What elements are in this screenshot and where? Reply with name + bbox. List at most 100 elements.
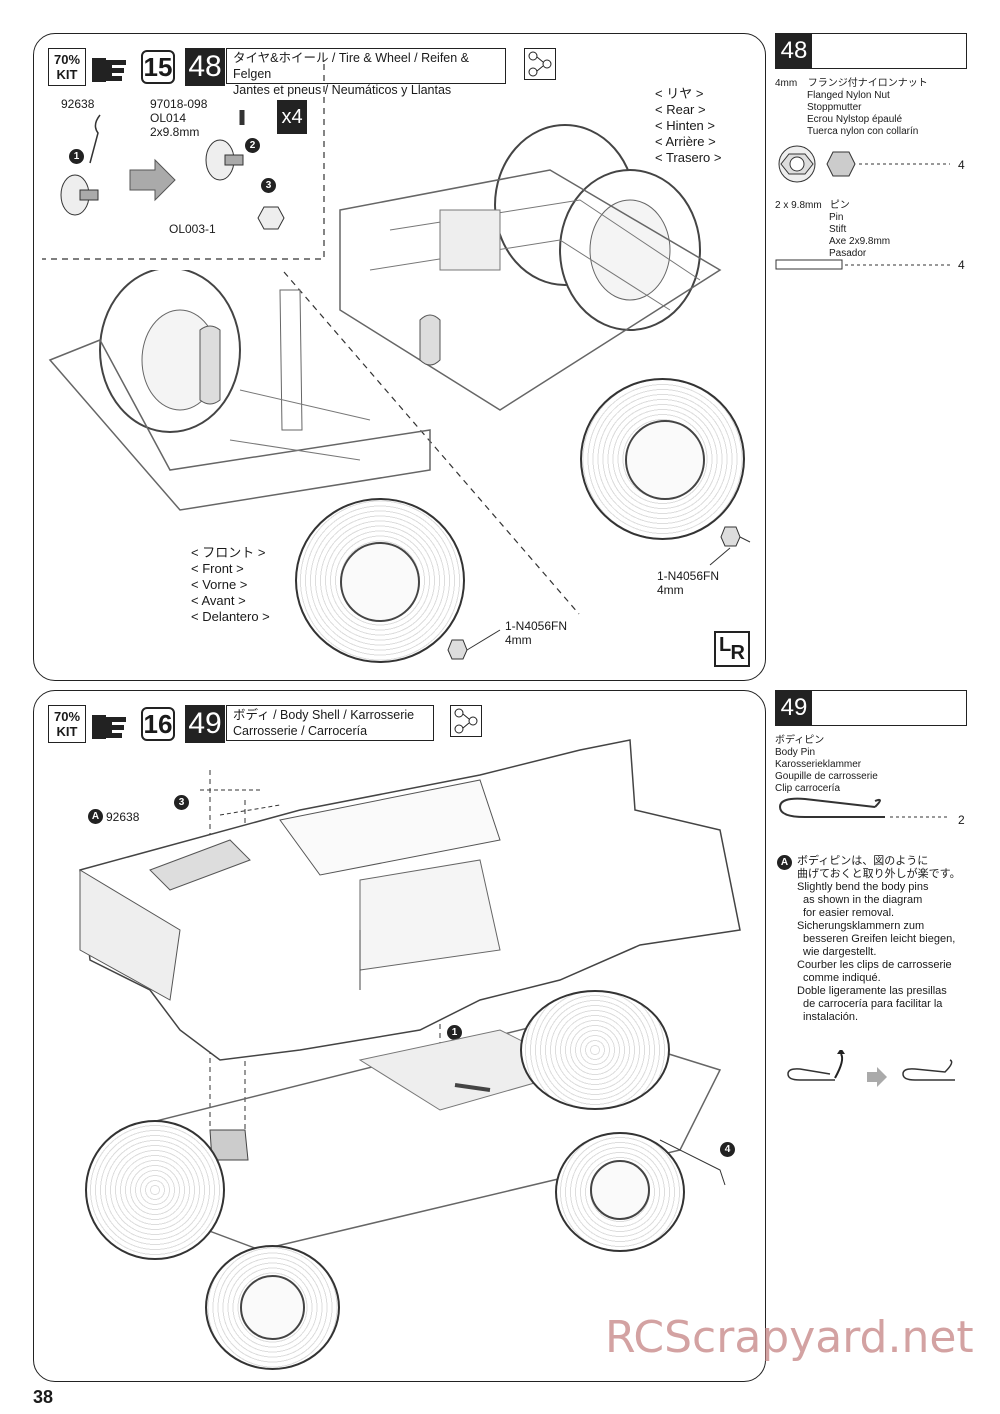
callout-a: A bbox=[88, 809, 103, 824]
lr-right: R bbox=[730, 642, 745, 664]
axle-code: 97018-098 bbox=[150, 97, 208, 111]
parts-step-49-header: 49 bbox=[775, 690, 967, 726]
nut-part-description: 4mm フランジ付ナイロンナット Flanged Nylon Nut Stopp… bbox=[775, 78, 928, 138]
body-pin-name-en: Body Pin bbox=[775, 747, 816, 758]
front-label-fr: < Avant > bbox=[191, 593, 246, 608]
callout-1: 1 bbox=[69, 149, 84, 164]
note-marker-a: A bbox=[777, 855, 792, 870]
nut-name-fr: Ecrou Nylstop épaulé bbox=[807, 114, 903, 125]
front-label-es: < Delantero > bbox=[191, 609, 270, 624]
front-label-de: < Vorne > bbox=[191, 577, 248, 592]
nut-leaders bbox=[447, 526, 751, 660]
pin-name-fr: Axe 2x9.8mm bbox=[829, 236, 891, 247]
title-line-2: Jantes et pneus / Neumáticos y Llantas bbox=[233, 83, 452, 97]
pin-quantity: 4 bbox=[958, 258, 965, 272]
rear-label-en: < Rear > bbox=[655, 102, 706, 117]
parts-step-48-number: 48 bbox=[776, 34, 812, 68]
flanged-nut-icon bbox=[778, 145, 950, 183]
rear-nut-label: 1-N4056FN 4mm bbox=[657, 569, 719, 597]
hub-assembly-illustration bbox=[60, 110, 285, 230]
front-right-rim bbox=[240, 1275, 305, 1340]
note-line-9: Courber les clips de carrosserie bbox=[797, 959, 952, 971]
note-line-4: as shown in the diagram bbox=[803, 894, 923, 906]
page-number: 38 bbox=[33, 1387, 54, 1407]
rear-label-ja: < リヤ > bbox=[655, 86, 704, 101]
axle-size: 2x9.8mm bbox=[150, 125, 200, 139]
title-line-1: タイヤ&ホイール / Tire & Wheel / Reifen & Felge… bbox=[233, 51, 470, 81]
pin-name-en: Pin bbox=[829, 212, 844, 223]
pointing-hand-icon-49 bbox=[92, 715, 126, 739]
kit-badge: 70% KIT bbox=[48, 48, 86, 86]
part-label-hex: OL003-1 bbox=[169, 222, 216, 236]
watermark-text: RCScrapyard.net bbox=[605, 1312, 974, 1363]
front-label: < フロント > < Front > < Vorne > < Avant > <… bbox=[191, 545, 270, 625]
callout-4-body: 4 bbox=[720, 1142, 735, 1157]
parts-step-49-number: 49 bbox=[776, 691, 812, 725]
kit-badge-49: 70% KIT bbox=[48, 705, 86, 743]
pointing-hand-icon bbox=[92, 58, 126, 82]
body-pin-quantity: 2 bbox=[958, 813, 965, 827]
nut-name-de: Stoppmutter bbox=[807, 102, 862, 113]
pin-name-de: Stift bbox=[829, 224, 847, 235]
front-label-en: < Front > bbox=[191, 561, 244, 576]
front-left-wheel bbox=[85, 1120, 225, 1260]
rear-label-es: < Trasero > bbox=[655, 150, 722, 165]
note-line-3: Slightly bend the body pins bbox=[797, 881, 929, 893]
note-line-10: comme indiqué. bbox=[803, 972, 881, 984]
rear-wheel-rim bbox=[625, 420, 705, 500]
axle-alt-code: OL014 bbox=[150, 111, 187, 125]
inset-divider bbox=[42, 64, 580, 615]
assembly-order-icon bbox=[524, 48, 556, 80]
note-line-13: instalación. bbox=[803, 1011, 859, 1023]
left-right-icon: L R bbox=[714, 631, 750, 667]
step-number: 48 bbox=[185, 48, 225, 86]
rear-label-fr: < Arrière > bbox=[655, 134, 716, 149]
assembly-order-icon-49 bbox=[450, 705, 482, 737]
quantity-badge: x4 bbox=[277, 100, 307, 134]
front-nut-code: 1-N4056FN bbox=[505, 619, 568, 633]
note-line-1: ボディピンは、図のように bbox=[797, 855, 929, 867]
rear-label-de: < Hinten > bbox=[655, 118, 715, 133]
note-line-5: for easier removal. bbox=[803, 907, 895, 919]
rear-nut-code: 1-N4056FN bbox=[657, 569, 720, 583]
body-pin-note: ボディピンは、図のように 曲げておくと取り外しが楽です。 Slightly be… bbox=[797, 855, 961, 1024]
front-chassis-illustration bbox=[48, 270, 431, 511]
note-line-12: de carrocería para facilitar la bbox=[803, 998, 943, 1010]
nut-name-ja: フランジ付ナイロンナット bbox=[807, 78, 928, 89]
nut-quantity: 4 bbox=[958, 158, 965, 172]
pin-part-description: 2 x 9.8mm ピン Pin Stift Axe 2x9.8mm Pasad… bbox=[775, 200, 890, 260]
kit-text-49: KIT bbox=[56, 724, 78, 739]
callout-2: 2 bbox=[245, 138, 260, 153]
pin-size: 2 x 9.8mm bbox=[775, 200, 822, 211]
callout-1-body: 1 bbox=[447, 1025, 462, 1040]
body-pin-icon bbox=[778, 797, 950, 818]
body-pin-name-fr: Goupille de carrosserie bbox=[775, 771, 878, 782]
rear-left-wheel bbox=[520, 990, 670, 1110]
pin-name-ja: ピン bbox=[829, 200, 850, 211]
callout-3-body: 3 bbox=[174, 795, 189, 810]
part-label-pin: 92638 bbox=[61, 97, 95, 111]
part-label-axle: 97018-098 OL014 2x9.8mm bbox=[150, 97, 207, 139]
kit-percent-49: 70% bbox=[53, 709, 81, 724]
step-title: タイヤ&ホイール / Tire & Wheel / Reifen & Felge… bbox=[226, 48, 506, 97]
front-nut-label: 1-N4056FN 4mm bbox=[505, 619, 567, 647]
parts-step-48-header: 48 bbox=[775, 33, 967, 69]
nut-size: 4mm bbox=[775, 78, 798, 89]
step-title-49: ボディ / Body Shell / Karrosserie Carrosser… bbox=[226, 705, 434, 741]
sub-step-number: 15 bbox=[141, 50, 175, 84]
title-49-line-2: Carrosserie / Carrocería bbox=[233, 724, 368, 738]
front-nut-size: 4mm bbox=[505, 633, 532, 647]
body-pin-name-es: Clip carrocería bbox=[775, 783, 841, 794]
front-wheel-rim bbox=[340, 542, 420, 622]
note-line-11: Doble ligeramente las presillas bbox=[797, 985, 947, 997]
bend-pin-diagram bbox=[787, 1050, 955, 1087]
sub-step-number-49: 16 bbox=[141, 707, 175, 741]
rear-chassis-illustration bbox=[339, 124, 722, 411]
part-label-body-pin: 92638 bbox=[106, 810, 140, 824]
kit-percent: 70% bbox=[53, 52, 81, 67]
nut-name-en: Flanged Nylon Nut bbox=[807, 90, 890, 101]
note-line-7: besseren Greifen leicht biegen, bbox=[803, 933, 956, 945]
note-line-6: Sicherungsklammern zum bbox=[797, 920, 925, 932]
nut-name-es: Tuerca nylon con collarín bbox=[807, 126, 919, 137]
callout-3: 3 bbox=[261, 178, 276, 193]
